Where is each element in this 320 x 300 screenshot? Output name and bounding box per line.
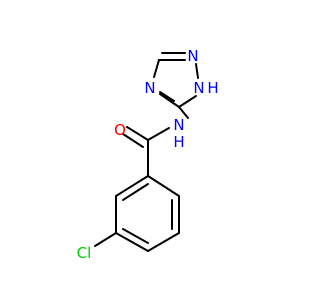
atom-cl: Cl	[77, 244, 92, 262]
bond-carbonyl-n	[147, 127, 170, 141]
atom-n-ring: N	[144, 79, 155, 97]
bond-n1-n2	[195, 63, 199, 79]
atom-labels: O N H N N N H Cl	[77, 47, 219, 262]
bond-n4-c5t	[153, 59, 160, 78]
atom-n-top: N	[187, 47, 198, 65]
bond-n2-c3t	[178, 95, 197, 108]
bonds	[94, 52, 199, 252]
bond-c4-c5	[115, 232, 149, 252]
bond-c3-c4	[147, 232, 180, 252]
molecule-structure: O N H N N N H Cl	[77, 47, 219, 262]
atom-o: O	[114, 121, 126, 139]
bond-carbonyl-o-2	[122, 133, 144, 148]
bond-n-triazole	[178, 106, 189, 119]
atom-h-ring: H	[207, 79, 218, 97]
bond-c1-c2	[147, 175, 180, 197]
bond-c3t-n4-inner	[159, 91, 175, 102]
bond-c6-c1-inner	[122, 183, 149, 201]
bond-c5-cl	[94, 232, 117, 247]
bond-carbonyl-o-1	[126, 126, 149, 141]
atom-h-amide: H	[173, 133, 184, 151]
atom-n-amide: N	[173, 116, 184, 134]
atom-n-ring-h: N	[193, 79, 204, 97]
bond-c4-c5-inner	[122, 228, 149, 244]
bond-c6-c1	[115, 175, 149, 197]
bond-c3t-n4	[159, 93, 180, 108]
